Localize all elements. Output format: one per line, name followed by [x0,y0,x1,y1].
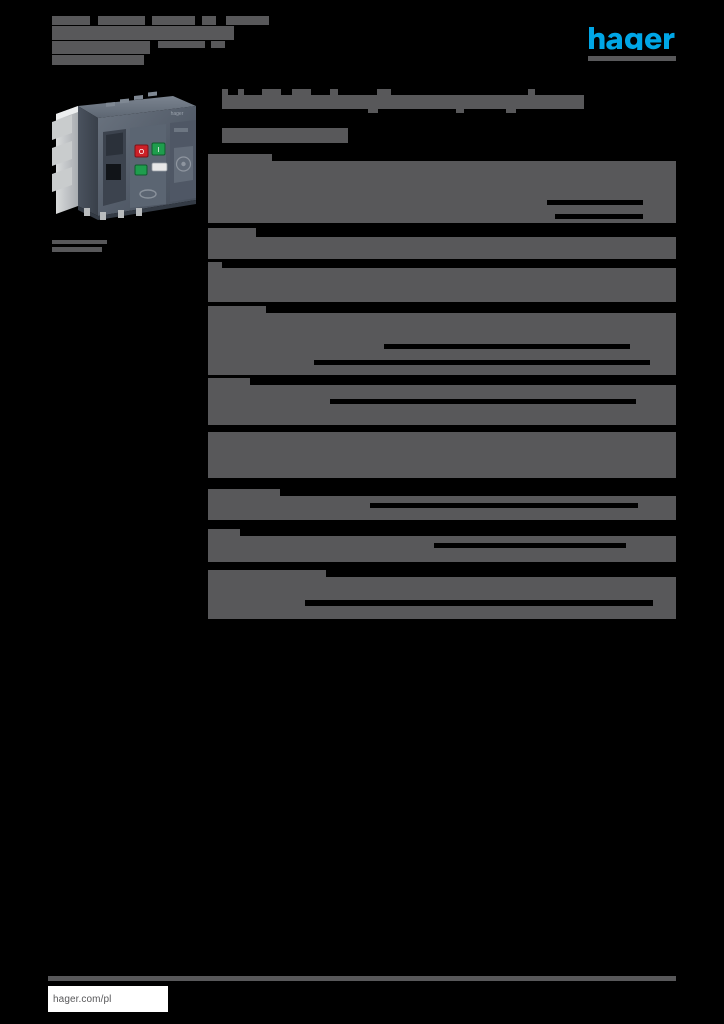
page-title-ascender [377,89,391,96]
spec-row-marker [208,326,219,331]
header-subtitle-line-2 [158,41,205,48]
spec-row-marker [208,358,219,363]
spec-row-marker [208,609,219,614]
spec-row-marker [208,253,219,258]
header-subtitle-line-1 [52,41,150,54]
page-subtitle [222,128,348,143]
spec-value-gap [384,344,630,349]
header-title-line-2 [52,26,234,40]
page-title [222,95,584,109]
spec-value-gap [330,399,636,404]
spec-row [208,268,676,302]
spec-section-header [208,262,222,268]
page-title-descender [506,109,516,113]
product-caption-line-1 [52,240,107,244]
spec-section-header [208,306,266,313]
spec-row-marker [208,410,219,415]
spec-row-marker [208,540,219,545]
header-subtitle-line-3 [211,41,225,48]
header-subtitle-line-4 [52,55,144,65]
spec-row [208,237,676,259]
svg-text:I: I [157,146,159,154]
spec-row [208,536,676,562]
spec-row-marker [208,511,219,516]
spec-row-marker [208,551,219,556]
logo-underline [588,56,676,61]
page-footer [0,954,724,1024]
spec-value-gap [547,200,643,205]
spec-row-marker [208,196,219,201]
svg-text:hager: hager [171,111,184,117]
spec-row-marker [208,342,219,347]
spec-section-header [208,570,326,577]
header-title-line-1 [52,16,90,25]
spec-value-gap [305,600,653,606]
page-title-descender [456,109,464,113]
spec-row-marker [208,288,219,293]
page-title-ascender [528,89,535,96]
page-title-ascender [262,89,281,96]
spec-row [208,432,676,478]
svg-text:O: O [139,148,145,156]
page-title-ascender [330,89,338,96]
footer-url-text: hager.com/pl [53,993,112,1005]
spec-section-header [208,489,280,496]
footer-divider [48,976,676,981]
spec-row-marker [208,500,219,505]
page-title-ascender [222,89,228,96]
spec-value-gap [370,503,638,508]
spec-row-marker [208,394,219,399]
spec-section-header [208,529,240,536]
spec-row [208,385,676,425]
spec-row-marker [208,242,219,247]
header-title-line-1c [152,16,195,25]
product-caption-line-2 [52,247,102,252]
spec-row-marker [208,210,219,215]
spec-value-gap [434,543,626,548]
spec-row [208,161,676,223]
header-title-line-1e [226,16,269,25]
spec-section-header [208,228,256,237]
spec-row-marker [208,274,219,279]
spec-row [208,577,676,619]
hager-logo [588,26,676,50]
page-title-descender [368,109,378,113]
spec-section-header [208,154,272,161]
spec-section-header [208,378,250,385]
header-title-line-1d [202,16,216,25]
page-title-ascender [238,89,244,96]
product-figure: O I hager [48,88,203,252]
spec-row-marker [208,596,219,601]
spec-row [208,496,676,520]
spec-value-gap [555,214,643,219]
page-title-ascender [292,89,311,96]
footer-url-box[interactable]: hager.com/pl [48,986,168,1012]
spec-value-gap [314,360,650,365]
page-header [0,0,724,80]
header-title-line-1b [98,16,145,25]
circuit-breaker-photo: O I hager [48,88,203,228]
